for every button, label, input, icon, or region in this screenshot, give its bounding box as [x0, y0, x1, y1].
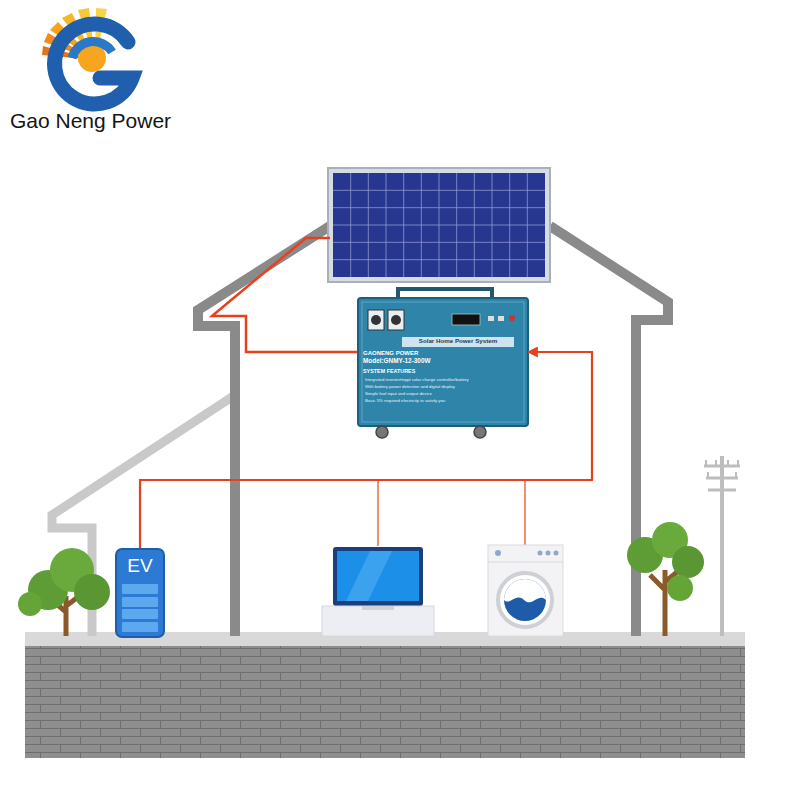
power-switch: [509, 315, 515, 321]
feature-item: Simple fool input and output device: [365, 392, 432, 397]
unit-panel: [362, 302, 524, 422]
usb-port: [498, 316, 504, 321]
tree: [18, 548, 110, 636]
wheel: [474, 426, 486, 438]
feature-item: With battery power detection and digital…: [365, 385, 455, 390]
power-unit-panel: Solar Home Power SystemGAONENG POWER Mode…: [358, 298, 528, 426]
laptop: [322, 547, 434, 636]
laptop-hinge: [362, 606, 394, 610]
brick-wall: [25, 646, 745, 758]
insulator: [706, 460, 738, 478]
unit-body: [358, 298, 528, 426]
digital-display: [452, 314, 480, 325]
dc-wire: [212, 238, 358, 352]
features-heading: SYSTEM FEATURES: [363, 369, 415, 375]
laptop-screen: [337, 551, 419, 601]
ac-branch-wire: [378, 480, 525, 546]
washer-body: [488, 545, 563, 636]
tree-canopy: [74, 574, 110, 610]
panel-cells: [333, 173, 545, 277]
screen-glare: [346, 551, 392, 601]
washing-machine: [488, 545, 563, 636]
ac-socket: [368, 310, 384, 330]
battery-bar: [122, 597, 158, 607]
washer-button: [554, 551, 559, 556]
washer-door: [498, 573, 552, 627]
cell-grid: [333, 173, 545, 277]
power-wire: [140, 352, 592, 548]
house-outline: [550, 226, 668, 636]
ev-battery: EV: [115, 548, 165, 638]
water-wave: [504, 579, 546, 602]
battery-bar: [122, 609, 158, 619]
washer-drum: [504, 579, 546, 621]
annex-outline: [52, 395, 235, 636]
washer-knob: [495, 550, 501, 556]
utility-pole: [704, 456, 740, 636]
title-strip: [402, 337, 514, 347]
tree-canopy: [672, 546, 704, 578]
brand-label: Gao Neng Power: [10, 110, 171, 132]
laptop-lid: [333, 547, 423, 606]
washer-button: [546, 551, 551, 556]
panel-frame: [328, 168, 550, 282]
house-outline: [198, 226, 330, 636]
solar-panel: [328, 168, 550, 282]
company-logo: [42, 8, 132, 104]
tree: [627, 522, 704, 636]
battery-bar: [122, 584, 158, 594]
washer-button: [538, 551, 543, 556]
tree-canopy: [18, 592, 42, 616]
feature-item: Basic 5% required electricity to satisfy…: [365, 399, 445, 404]
wheel: [376, 426, 388, 438]
laptop-base: [322, 606, 434, 636]
brand-name: GAONENG POWER: [363, 350, 418, 356]
washer-panel-line: [488, 562, 563, 563]
battery-bar: [122, 622, 158, 632]
feature-item: Integrated inverter/mppt solar charge co…: [365, 378, 469, 383]
model-number: Model:GNMY-12-300W: [363, 358, 430, 365]
tree-canopy: [667, 575, 693, 601]
pole: [720, 456, 724, 636]
socket-hole: [371, 315, 381, 325]
socket-hole: [391, 315, 401, 325]
ev-label: EV: [117, 556, 163, 576]
power-unit: [358, 289, 528, 438]
product-title: Solar Home Power System: [402, 338, 514, 345]
logo-g: [55, 24, 132, 104]
logo-g-inner: [72, 42, 112, 58]
usb-port: [488, 316, 494, 321]
ac-socket: [388, 310, 404, 330]
crossbar: [704, 466, 740, 490]
